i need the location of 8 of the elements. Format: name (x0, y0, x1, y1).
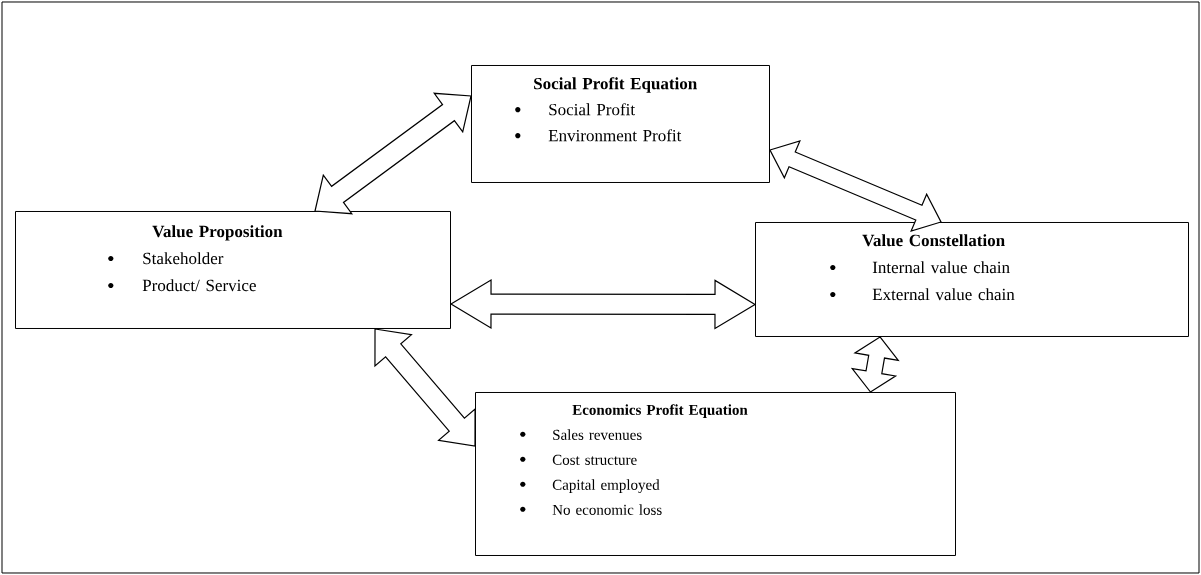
double-arrow (374, 328, 476, 447)
double-arrow (850, 336, 900, 393)
double-arrow (314, 92, 472, 215)
double-arrow (769, 139, 942, 233)
text-box: Economics Profit Equation Sales revenues Cost structure Capital employed No economic loss (475, 392, 956, 556)
text-box: Social Profit Equation Social Profit Environment Profit (471, 65, 770, 183)
text-box: Value Constellation Internal value chain External value chain (755, 222, 1189, 337)
text-box: Value Proposition Stakeholder Product/ Service (15, 211, 451, 329)
